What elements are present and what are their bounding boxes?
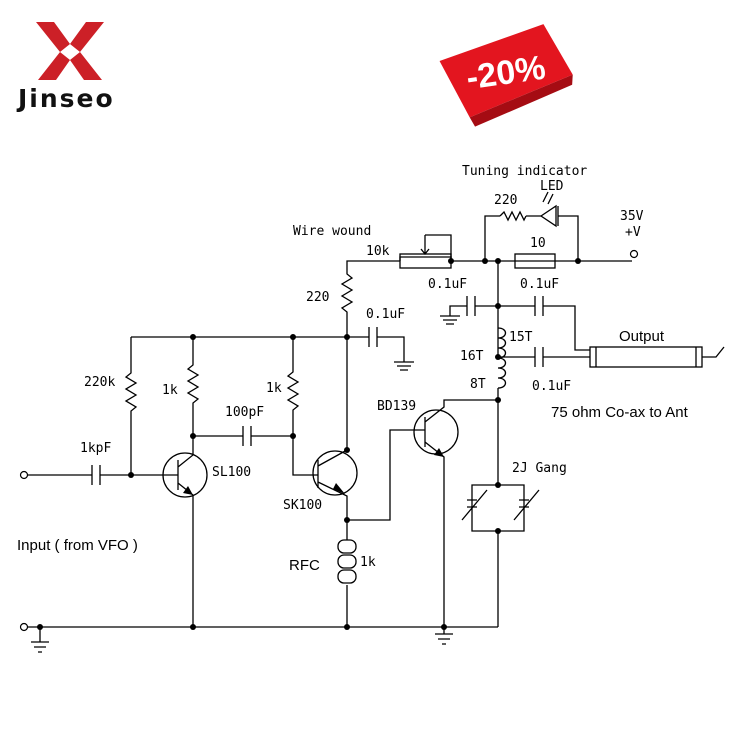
label-output: Output bbox=[619, 328, 665, 345]
label-coax: 75 ohm Co-ax to Ant bbox=[551, 404, 689, 421]
potentiometer-10k bbox=[399, 253, 452, 269]
label-15t: 15T bbox=[509, 330, 533, 345]
transistor-sk100 bbox=[312, 450, 358, 496]
label-r220-collector: 220 bbox=[306, 290, 329, 305]
label-r1k-a: 1k bbox=[162, 383, 178, 398]
led-indicator bbox=[539, 204, 579, 261]
label-input: Input ( from VFO ) bbox=[17, 537, 138, 554]
label-gang: 2J Gang bbox=[512, 461, 567, 476]
label-pot-10k: 10k bbox=[366, 244, 390, 259]
label-r220k: 220k bbox=[84, 375, 115, 390]
gang-capacitor bbox=[471, 484, 525, 627]
label-8t: 8T bbox=[470, 377, 486, 392]
label-rfc: RFC bbox=[289, 557, 320, 574]
label-16t: 16T bbox=[460, 349, 484, 364]
label-r10: 10 bbox=[530, 236, 546, 251]
label-35v: 35V bbox=[620, 209, 644, 224]
label-r220-top: 220 bbox=[494, 193, 517, 208]
capacitor-1kpf bbox=[91, 465, 101, 485]
label-c01-a: 0.1uF bbox=[428, 277, 467, 292]
resistor-220k bbox=[124, 337, 138, 475]
label-c01-b: 0.1uF bbox=[520, 277, 559, 292]
capacitor-100pf bbox=[242, 426, 252, 446]
brand-name: Jinseo bbox=[18, 84, 115, 113]
label-sl100: SL100 bbox=[212, 465, 251, 480]
label-rfc-1k: 1k bbox=[360, 555, 376, 570]
transistor-bd139 bbox=[413, 409, 459, 455]
resistor-220-collector bbox=[340, 260, 400, 337]
label-tuning-indicator: Tuning indicator bbox=[462, 164, 587, 179]
label-plus-v: +V bbox=[625, 225, 641, 240]
label-sk100: SK100 bbox=[283, 498, 322, 513]
resistor-1k-b bbox=[286, 337, 318, 476]
x-logo-icon bbox=[36, 22, 104, 80]
label-r1k-b: 1k bbox=[266, 381, 282, 396]
coax-cable bbox=[589, 346, 725, 368]
label-wire-wound: Wire wound bbox=[293, 224, 371, 239]
transistor-sl100 bbox=[162, 452, 208, 498]
resistor-10 bbox=[514, 253, 556, 269]
label-c01-c: 0.1uF bbox=[366, 307, 405, 322]
label-c01-d: 0.1uF bbox=[532, 379, 571, 394]
rfc-inductor bbox=[337, 539, 357, 584]
resistor-220-top bbox=[499, 210, 527, 222]
label-led: LED bbox=[540, 179, 564, 194]
label-bd139: BD139 bbox=[377, 399, 416, 414]
label-c1kpf: 1kpF bbox=[80, 441, 111, 456]
label-c100pf: 100pF bbox=[225, 405, 264, 420]
discount-badge: -20% bbox=[439, 24, 573, 127]
